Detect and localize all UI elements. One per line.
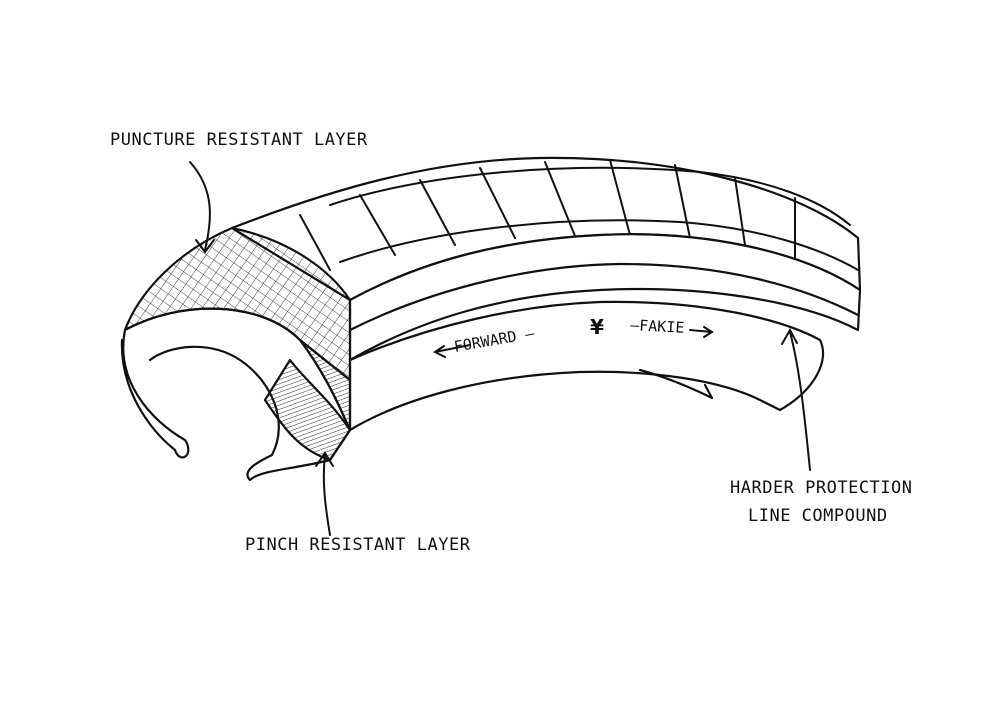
forward-arrow xyxy=(433,344,471,358)
pinch-arrow xyxy=(315,451,334,536)
label-arrows xyxy=(189,161,811,536)
sidewall-logo: ¥ xyxy=(590,315,604,339)
label-harder-protection-line2: LINE COMPOUND xyxy=(748,506,888,526)
fakie-arrow xyxy=(689,326,714,338)
label-puncture-resistant-layer: PUNCTURE RESISTANT LAYER xyxy=(110,130,368,150)
label-harder-protection-line1: HARDER PROTECTION xyxy=(730,478,913,498)
tread-blocks xyxy=(299,159,859,271)
casing-section xyxy=(120,307,352,482)
protection-line xyxy=(348,262,860,332)
harder-arrow xyxy=(781,327,811,471)
puncture-arrow xyxy=(189,161,215,254)
sidewall xyxy=(348,233,862,362)
label-pinch-resistant-layer: PINCH RESISTANT LAYER xyxy=(245,535,471,555)
sidewall-fakie: —FAKIE xyxy=(630,316,685,337)
